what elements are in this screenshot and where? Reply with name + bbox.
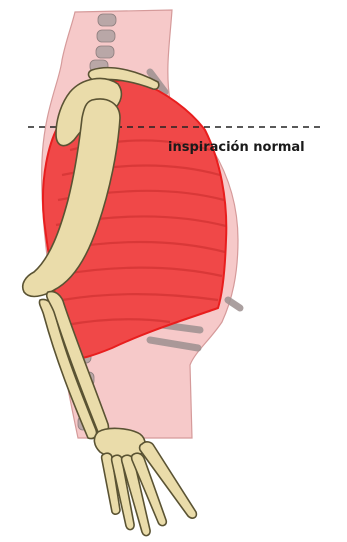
hand: [94, 428, 196, 535]
annotation-label: inspiración normal: [168, 140, 305, 155]
